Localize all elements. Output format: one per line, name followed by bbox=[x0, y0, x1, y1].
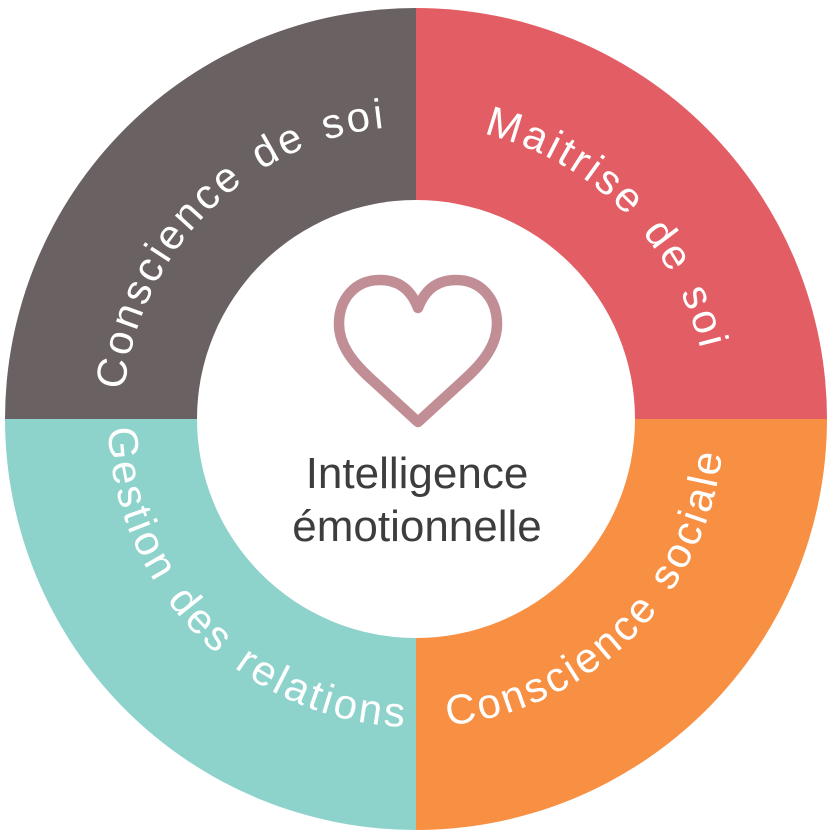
center-title-line1: Intelligence bbox=[306, 449, 529, 498]
center-title-line2: émotionnelle bbox=[292, 502, 542, 551]
heart-outline-icon bbox=[333, 274, 503, 428]
